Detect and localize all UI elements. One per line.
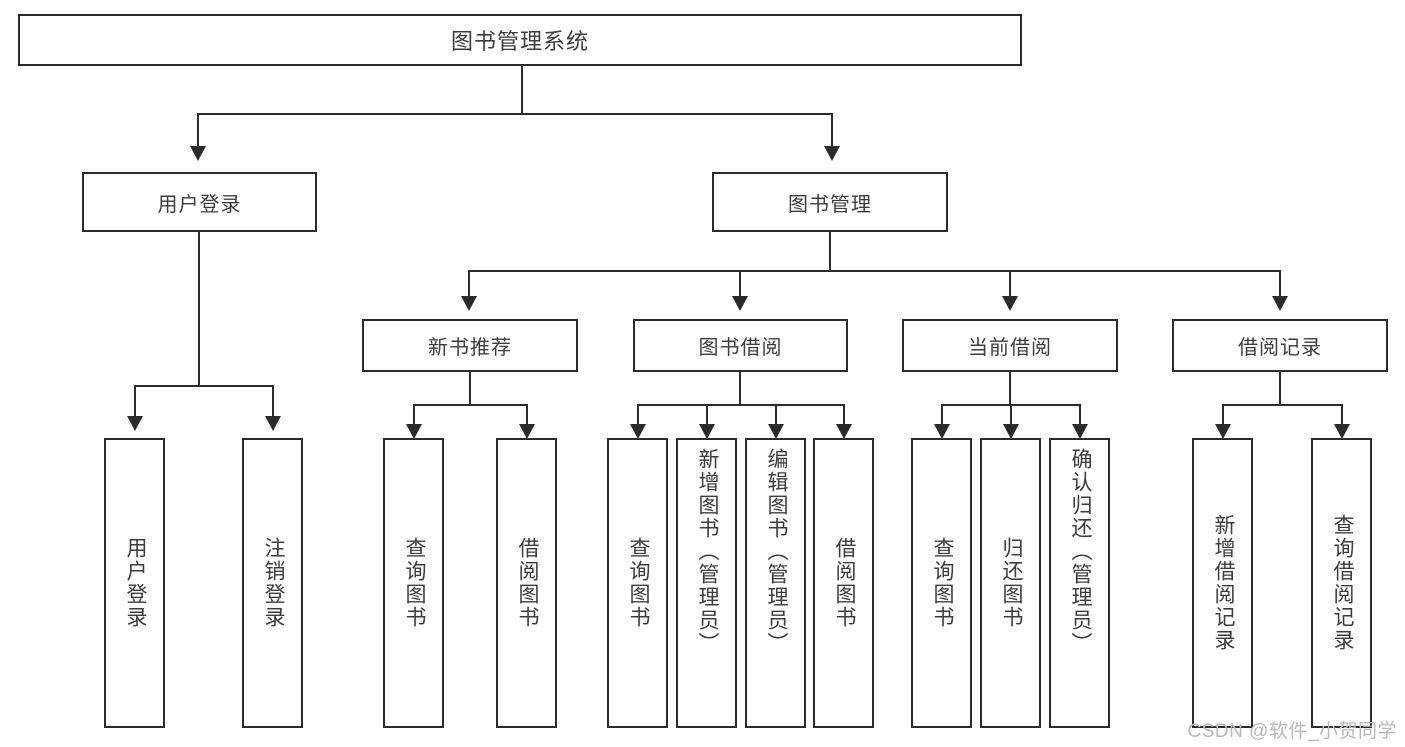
leaf-label: 借阅图书 [515,537,539,629]
connector-to-book-manage [831,113,833,148]
connector-book-borrow-stem [739,372,741,406]
arrowhead-book-borrow-child-1 [630,424,646,439]
connector-new-book-bus [413,404,527,406]
connector-current-borrow-child-1 [941,404,943,426]
arrowhead-current-borrow-child-2 [1003,424,1019,439]
connector-root-stem [521,66,523,114]
node-borrow-record[interactable]: 借阅记录 [1172,319,1388,372]
arrowhead-to-book-manage [824,146,840,161]
arrowhead-borrow-record-child-1 [1215,424,1231,439]
leaf-user-login-logout[interactable]: 注销登录 [242,438,303,728]
node-label: 用户登录 [157,193,242,216]
connector-borrow-record-bus [1222,404,1342,406]
arrowhead-to-new-book [461,296,477,311]
node-label: 图书管理系统 [450,29,589,54]
arrowhead-borrow-record-child-2 [1334,424,1350,439]
leaf-book-borrow-query[interactable]: 查询图书 [607,438,668,728]
leaf-label: 编辑图书（管理员） [764,448,788,655]
arrowhead-book-borrow-child-2 [699,424,715,439]
connector-book-manage-bus [468,270,1280,272]
leaf-borrow-record-query[interactable]: 查询借阅记录 [1311,438,1372,728]
connector-to-book-borrow [739,270,741,298]
arrowhead-to-user-login [190,146,206,161]
connector-book-borrow-child-3 [775,404,777,426]
arrowhead-new-book-child-2 [519,424,535,439]
leaf-book-borrow-borrow[interactable]: 借阅图书 [813,438,874,728]
connector-user-login-child-2 [272,385,274,418]
leaf-borrow-record-add[interactable]: 新增借阅记录 [1192,438,1253,728]
node-root-system[interactable]: 图书管理系统 [18,14,1022,66]
leaf-label: 新增借阅记录 [1211,514,1235,652]
arrowhead-book-borrow-child-3 [768,424,784,439]
node-label: 新书推荐 [428,337,512,359]
connector-user-login-child-1 [134,385,136,418]
arrowhead-current-borrow-child-3 [1072,424,1088,439]
connector-new-book-child-2 [526,404,528,426]
leaf-label: 用户登录 [123,537,147,629]
leaf-current-borrow-return[interactable]: 归还图书 [980,438,1041,728]
connector-book-borrow-child-4 [843,404,845,426]
leaf-label: 查询图书 [930,537,954,629]
connector-current-borrow-child-2 [1010,404,1012,426]
node-label: 图书管理 [788,193,872,216]
leaf-current-borrow-query[interactable]: 查询图书 [911,438,972,728]
leaf-label: 查询借阅记录 [1330,514,1354,652]
connector-book-borrow-bus [637,404,844,406]
connector-to-borrow-record [1279,270,1281,298]
leaf-user-login-login[interactable]: 用户登录 [104,438,165,728]
connector-to-user-login [197,113,199,148]
connector-current-borrow-stem [1009,372,1011,406]
connector-current-borrow-child-3 [1079,404,1081,426]
leaf-label: 查询图书 [402,537,426,629]
connector-book-borrow-child-1 [637,404,639,426]
arrowhead-new-book-child-1 [406,424,422,439]
arrowhead-current-borrow-child-1 [934,424,950,439]
arrowhead-to-book-borrow [732,296,748,311]
leaf-new-book-borrow[interactable]: 借阅图书 [496,438,557,728]
node-current-borrow[interactable]: 当前借阅 [902,319,1118,372]
leaf-label: 注销登录 [261,537,285,629]
node-label: 图书借阅 [698,337,783,359]
node-user-login[interactable]: 用户登录 [82,172,317,232]
node-new-book-recommend[interactable]: 新书推荐 [362,319,578,372]
connector-to-new-book [468,270,470,298]
connector-book-manage-stem [829,232,831,272]
leaf-label: 借阅图书 [832,537,856,629]
connector-borrow-record-stem [1279,372,1281,406]
arrowhead-book-borrow-child-4 [836,424,852,439]
leaf-new-book-query[interactable]: 查询图书 [383,438,444,728]
connector-book-borrow-child-2 [706,404,708,426]
connector-user-login-bus [134,385,273,387]
connector-to-current-borrow [1009,270,1011,298]
leaf-label: 查询图书 [626,537,650,629]
arrowhead-to-current-borrow [1002,296,1018,311]
node-label: 当前借阅 [968,337,1052,359]
leaf-label: 确认归还（管理员） [1068,448,1092,655]
node-label: 借阅记录 [1238,337,1322,359]
leaf-label: 归还图书 [999,537,1023,629]
node-book-manage[interactable]: 图书管理 [712,172,948,232]
leaf-book-borrow-edit[interactable]: 编辑图书（管理员） [745,438,806,728]
arrowhead-to-borrow-record [1272,296,1288,311]
watermark-text: CSDN @软件_小贺同学 [1187,721,1397,742]
connector-user-login-stem [198,232,200,387]
connector-borrow-record-child-2 [1341,404,1343,426]
leaf-book-borrow-add[interactable]: 新增图书（管理员） [676,438,737,728]
connector-new-book-stem [469,372,471,406]
connector-root-bus [197,113,833,115]
connector-new-book-child-1 [413,404,415,426]
arrowhead-user-login-child-1 [127,416,143,431]
arrowhead-user-login-child-2 [265,416,281,431]
leaf-label: 新增图书（管理员） [695,448,719,655]
node-book-borrow[interactable]: 图书借阅 [633,319,848,372]
connector-borrow-record-child-1 [1222,404,1224,426]
leaf-current-borrow-confirm[interactable]: 确认归还（管理员） [1049,438,1110,728]
